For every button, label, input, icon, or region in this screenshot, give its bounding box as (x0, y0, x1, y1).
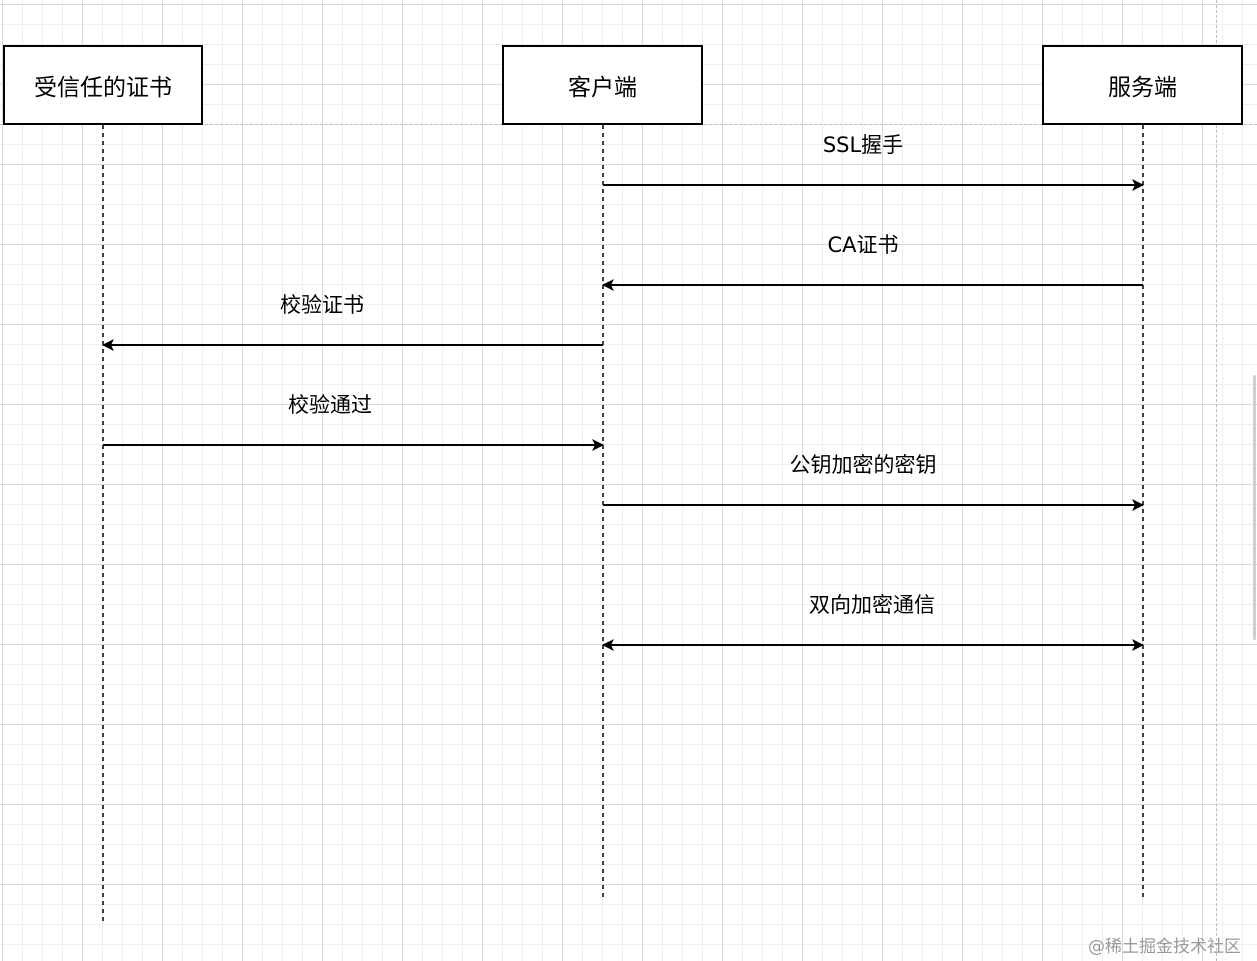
message-label-0: SSL握手 (823, 133, 903, 157)
message-label-3: 校验通过 (288, 393, 372, 417)
scrollbar[interactable] (1253, 375, 1256, 640)
actor-label: 客户端 (568, 75, 637, 101)
actor-label: 服务端 (1108, 75, 1177, 101)
actor-trusted-certificate[interactable]: 受信任的证书 (3, 45, 203, 125)
actor-label: 受信任的证书 (34, 75, 172, 101)
actor-client[interactable]: 客户端 (502, 45, 703, 125)
message-label-5: 双向加密通信 (809, 593, 935, 617)
watermark: @稀土掘金技术社区 (1088, 937, 1241, 957)
message-label-2: 校验证书 (280, 293, 364, 317)
message-label-4: 公钥加密的密钥 (790, 453, 937, 477)
page-break-vertical (1216, 0, 1217, 961)
message-label-1: CA证书 (827, 233, 898, 257)
actor-server[interactable]: 服务端 (1042, 45, 1243, 125)
